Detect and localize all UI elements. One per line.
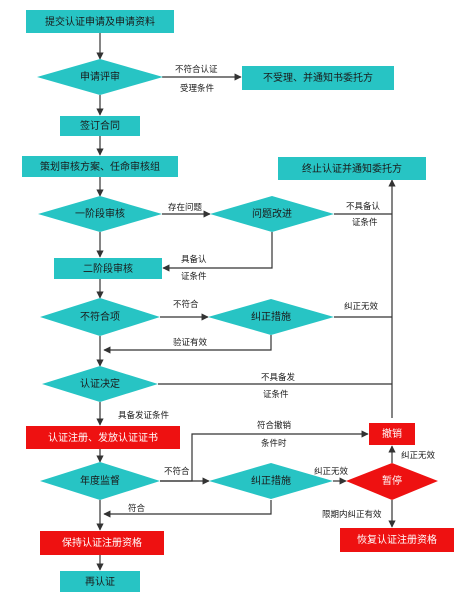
label-invalid2: 纠正无效 (401, 450, 436, 461)
label-has-cond-2: 证条件 (181, 271, 207, 282)
label-no-cond-1: 不具备认 (346, 201, 381, 212)
node-improve-label: 问题改进 (252, 207, 292, 220)
node-correct2-label: 纠正措施 (251, 474, 291, 487)
label-invalid1: 纠正无效 (344, 301, 379, 312)
node-restore-label: 恢复认证注册资格 (357, 533, 437, 546)
label-surv-nc: 不符合 (164, 466, 190, 477)
node-contract-label: 签订合同 (80, 119, 120, 132)
node-decision-label: 认证决定 (80, 377, 120, 390)
label-valid-in-time: 限期内纠正有效 (322, 509, 382, 520)
label-revoke-2: 条件时 (261, 438, 287, 449)
label-has-issue: 存在问题 (168, 202, 203, 213)
node-start-label: 提交认证申请及申请资料 (45, 15, 155, 28)
node-stage2-label: 二阶段审核 (83, 262, 133, 275)
node-recert (60, 571, 140, 592)
edge-correct2-conform (103, 500, 272, 518)
node-improve (210, 196, 334, 232)
node-review (37, 59, 163, 95)
node-decision (42, 366, 158, 402)
node-reject (242, 66, 394, 90)
node-stage1 (38, 196, 162, 232)
node-correct1 (208, 299, 334, 335)
node-suspend (346, 463, 438, 500)
node-revoke-label: 撤销 (382, 427, 402, 440)
label-no-cond-2: 证条件 (352, 217, 378, 228)
label-review-fail-1: 不符合认证 (175, 64, 218, 75)
node-recert-label: 再认证 (85, 575, 115, 588)
node-nonconform (40, 298, 160, 336)
label-invalid3: 纠正无效 (314, 466, 349, 477)
node-correct2 (209, 463, 333, 499)
node-terminate-label: 终止认证并通知委托方 (302, 162, 402, 175)
node-revoke (369, 423, 415, 445)
label-conform: 符合 (128, 503, 146, 514)
node-surveillance (40, 462, 160, 500)
label-has-cond-1: 具备认 (181, 254, 207, 265)
label-verified: 验证有效 (173, 337, 208, 348)
node-plan-label: 策划审核方案、任命审核组 (40, 160, 160, 173)
node-contract (60, 116, 140, 136)
node-review-label: 申请评审 (80, 70, 120, 83)
node-nonconform-label: 不符合项 (80, 310, 120, 323)
label-nonconform: 不符合 (173, 299, 199, 310)
label-issue-ok: 具备发证条件 (118, 410, 170, 421)
node-suspend-label: 暂停 (382, 474, 402, 487)
node-plan (22, 156, 178, 177)
edge-correct1-verified (103, 335, 272, 354)
node-stage2 (54, 258, 162, 279)
node-start (26, 10, 174, 33)
node-restore (340, 528, 454, 552)
node-register-label: 认证注册、发放认证证书 (48, 431, 158, 444)
label-review-fail-2: 受理条件 (180, 83, 215, 94)
node-stage1-label: 一阶段审核 (75, 207, 125, 220)
label-revoke-1: 符合撤销 (257, 420, 292, 431)
node-surveillance-label: 年度监督 (80, 474, 120, 487)
label-no-issue-2: 证条件 (263, 389, 289, 400)
node-terminate (278, 157, 426, 180)
node-maintain (40, 531, 164, 555)
label-no-issue-1: 不具备发 (261, 372, 296, 383)
node-maintain-label: 保持认证注册资格 (62, 536, 142, 549)
node-register (26, 426, 180, 449)
node-reject-label: 不受理、并通知书委托方 (263, 71, 373, 84)
edge-improve-stage2 (162, 232, 273, 272)
node-correct1-label: 纠正措施 (251, 310, 291, 323)
